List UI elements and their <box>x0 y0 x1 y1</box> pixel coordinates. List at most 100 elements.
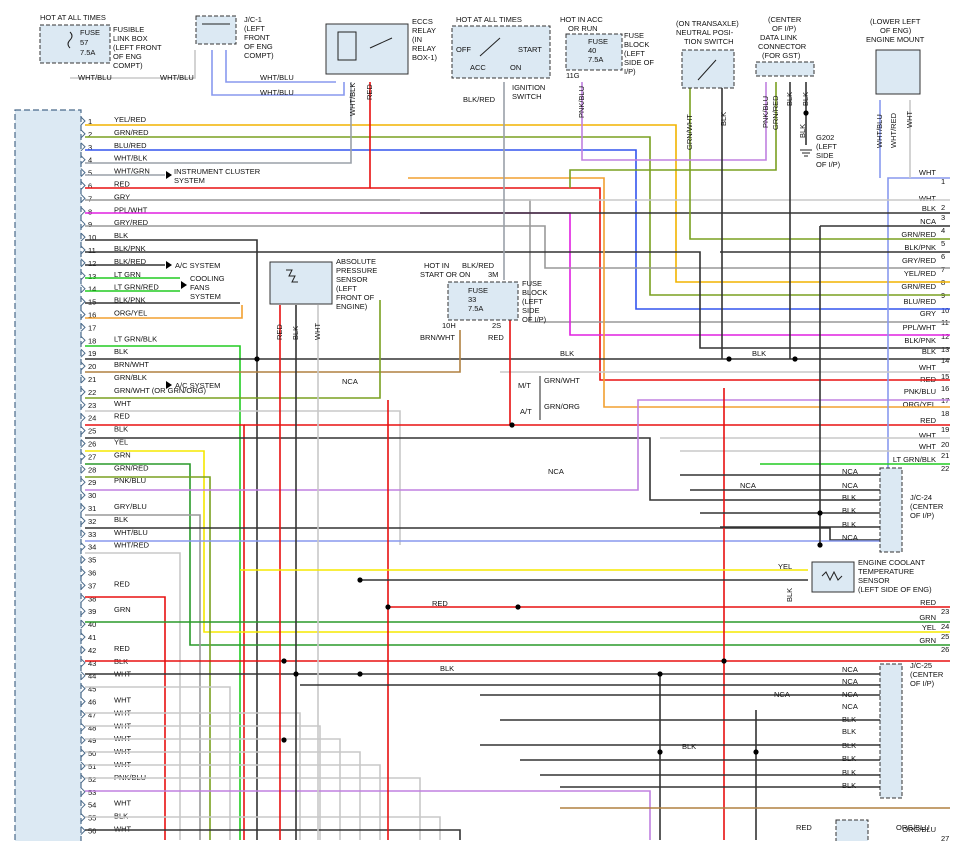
svg-text:SYSTEM: SYSTEM <box>174 176 205 185</box>
right-terminal-number: 12 <box>941 332 949 341</box>
junction-wire-label: NCA <box>842 702 858 711</box>
ecm-pin-number: 20 <box>88 362 96 371</box>
svg-text:40: 40 <box>588 46 596 55</box>
ecm-pin-label: PNK/BLU <box>114 476 146 485</box>
ecm-pin-number: 5 <box>88 169 92 178</box>
ecm-pin-tab <box>80 813 86 822</box>
junction-jc24: J/C-24 (CENTER OF I/P) <box>879 467 944 553</box>
svg-text:33: 33 <box>468 295 476 304</box>
ecm-pin-label: BLK/PNK <box>114 296 146 305</box>
svg-text:A/T: A/T <box>520 407 532 416</box>
eccs-relay: ECCS RELAY (IN RELAY BOX-1) <box>325 17 438 75</box>
lbl-grn-red-dlc: GRN/RED <box>771 95 780 130</box>
lbl-blk-mid-19b: BLK <box>752 349 766 358</box>
callout-ac-system-1: A/C SYSTEM <box>166 261 220 270</box>
ecm-pin-tab <box>80 181 86 190</box>
lbl-nca-mid2: NCA <box>548 467 564 476</box>
wire-lt-grn-blk <box>85 345 241 840</box>
ecm-pin-tab <box>80 619 86 629</box>
fuse-40: HOT IN ACC OR RUN FUSE 40 7.5A FUSE BLOC… <box>560 15 654 80</box>
right-terminal-number: 1 <box>941 177 945 186</box>
wire-wht-54 <box>85 816 441 840</box>
svg-text:SIDE: SIDE <box>522 306 540 315</box>
ecm-pin-tab <box>80 761 86 771</box>
ecm-pin-label: LT GRN/RED <box>114 283 159 292</box>
ecm-pin-number: 39 <box>88 607 96 616</box>
svg-text:(LEFT: (LEFT <box>244 24 265 33</box>
lbl-red-aps: RED <box>275 324 284 340</box>
ecm-pin-number: 34 <box>88 543 96 552</box>
right-terminal-wire-label: WHT <box>919 442 936 451</box>
wire-wht-red <box>85 552 181 840</box>
right-terminal-wire-label: ORG/BLU <box>902 825 936 834</box>
wire-fusible-out <box>70 50 196 79</box>
svg-text:ACC: ACC <box>470 63 486 72</box>
ecm-pin-label: BLK/PNK <box>114 244 146 253</box>
ecm-pin-tab <box>80 413 86 423</box>
engine-mount: (LOWER LEFT OF ENG) ENGINE MOUNT <box>866 17 925 95</box>
junction-wire-label: NCA <box>842 533 858 542</box>
svg-text:7.5A: 7.5A <box>468 304 483 313</box>
ecm-pin-number: 41 <box>88 633 96 642</box>
svg-text:OF I/P): OF I/P) <box>772 24 797 33</box>
lbl-yel-ect: YEL <box>778 562 792 571</box>
svg-text:3M: 3M <box>488 270 498 279</box>
engine-coolant-temperature-sensor: ENGINE COOLANT TEMPERATURE SENSOR (LEFT … <box>811 558 932 594</box>
wire-blk-55 <box>85 829 461 840</box>
ecm-pin-number: 53 <box>88 788 96 797</box>
svg-text:START OR ON: START OR ON <box>420 270 470 279</box>
svg-text:FRONT: FRONT <box>244 33 270 42</box>
ecm-pin-tab <box>80 606 86 616</box>
svg-text:LINK BOX: LINK BOX <box>113 34 148 43</box>
svg-text:HOT AT ALL TIMES: HOT AT ALL TIMES <box>40 13 106 22</box>
lbl-wht-mount: WHT <box>905 111 914 128</box>
lbl-nca-mid4: NCA <box>774 690 790 699</box>
lbl-red-bottom: RED <box>796 823 812 832</box>
ecm-pin-tab <box>80 529 86 539</box>
ignition-switch: HOT AT ALL TIMES OFF START ACC ON IGNITI… <box>451 15 551 101</box>
mt-at-branch: M/T A/T GRN/WHT GRN/ORG <box>518 376 580 420</box>
ecm-pin-tab <box>80 258 86 268</box>
svg-text:A/C SYSTEM: A/C SYSTEM <box>175 261 220 270</box>
wire-red-16 <box>370 187 950 381</box>
lbl-red-eccs: RED <box>365 84 374 100</box>
ecm-pin-tab <box>80 722 86 732</box>
ecm-pin-label: BLK <box>114 515 128 524</box>
lbl-red-f33: RED <box>488 333 504 342</box>
lbl-pnk-blu-f40: PNK/BLU <box>577 86 586 118</box>
right-terminal-number: 14 <box>941 356 949 365</box>
ecm-pin-label: GRN/WHT (OR GRN/ORG) <box>114 386 206 395</box>
right-terminal-wire-label: GRN <box>919 613 936 622</box>
svg-text:A/C SYSTEM: A/C SYSTEM <box>175 381 220 390</box>
junction-wire-label: NCA <box>842 665 858 674</box>
svg-text:(LEFT FRONT: (LEFT FRONT <box>113 43 162 52</box>
right-terminal-number: 22 <box>941 464 949 473</box>
ecm-pin-label: BLU/RED <box>114 141 147 150</box>
ground-g202: G202 (LEFT SIDE OF I/P) <box>800 133 841 169</box>
ecm-pin-label: WHT <box>114 825 131 834</box>
svg-text:BOX-1): BOX-1) <box>412 53 438 62</box>
callout-cooling-fans: COOLING FANS SYSTEM <box>181 274 225 301</box>
right-terminal-wire-label: LT GRN/BLK <box>893 455 936 464</box>
ecm-pin-number: 30 <box>88 491 96 500</box>
svg-text:PRESSURE: PRESSURE <box>336 266 377 275</box>
svg-text:FUSE: FUSE <box>80 28 100 37</box>
junction-jc25: J/C-25 (CENTER OF I/P) <box>879 661 944 799</box>
ecm-pin-label: WHT/GRN <box>114 167 150 176</box>
right-terminal-number: 16 <box>941 384 949 393</box>
right-terminal-number: 13 <box>941 345 949 354</box>
wire-jc1-whtblu2 <box>225 50 336 83</box>
ecm-pin-label: WHT/BLK <box>114 154 147 163</box>
svg-text:SENSOR: SENSOR <box>336 275 368 284</box>
svg-text:(IN: (IN <box>412 35 422 44</box>
ecm-pin-number: 22 <box>88 388 96 397</box>
right-terminal-wire-label: BLK <box>922 204 936 213</box>
wire-grn-red <box>85 136 950 296</box>
ecm-pin-label: WHT/BLU <box>114 528 148 537</box>
right-terminal-wire-label: PNK/BLU <box>904 387 936 396</box>
ecm-pin-number: 7 <box>88 194 92 203</box>
wire-wht-50 <box>85 764 381 840</box>
right-terminal-wire-label: BLK/PNK <box>904 336 936 345</box>
right-terminal-wire-label: GRY/RED <box>902 256 937 265</box>
wire-gry-red <box>85 225 950 269</box>
